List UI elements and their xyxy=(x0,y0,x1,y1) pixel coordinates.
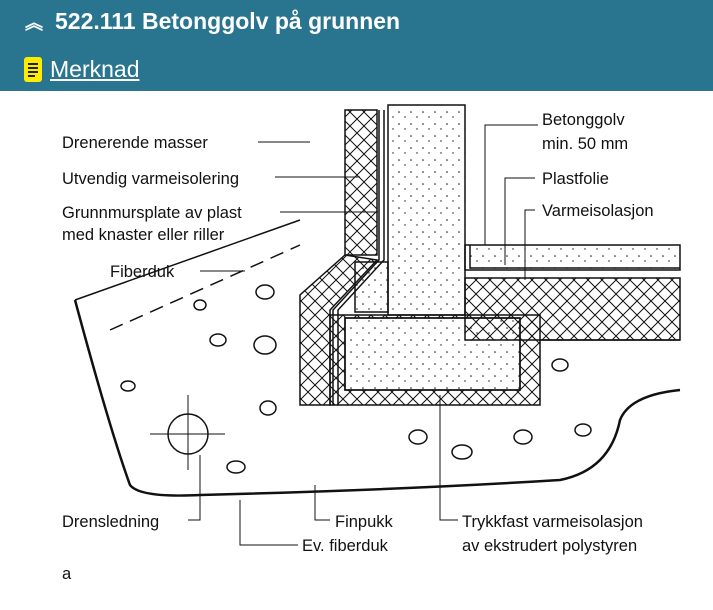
section-title-row[interactable]: ︽ 522.111 Betonggolv på grunnen xyxy=(25,8,400,35)
construction-drawing: Drenerende masser Utvendig varmeisolerin… xyxy=(62,104,681,583)
label-drenerende-masser: Drenerende masser xyxy=(62,134,208,152)
label-grunnmursplate-2: med knaster eller riller xyxy=(62,226,225,244)
note-icon xyxy=(24,57,42,82)
label-trykkfast-2: av ekstrudert polystyren xyxy=(462,537,637,555)
label-fiberduk: Fiberduk xyxy=(110,263,175,281)
label-grunnmursplate-1: Grunnmursplate av plast xyxy=(62,204,242,222)
label-betonggolv-1: Betonggolv xyxy=(542,111,625,129)
note-link[interactable]: Merknad xyxy=(50,56,140,82)
label-drensledning: Drensledning xyxy=(62,513,159,531)
label-varmeisolasjon: Varmeisolasjon xyxy=(542,202,654,220)
section-title: 522.111 Betonggolv på grunnen xyxy=(55,8,401,34)
label-finpukk: Finpukk xyxy=(335,513,394,531)
note-row: Merknad xyxy=(24,56,139,83)
label-betonggolv-2: min. 50 mm xyxy=(542,135,628,153)
figure-caption: a xyxy=(62,565,72,583)
drawing-labels: Drenerende masser Utvendig varmeisolerin… xyxy=(62,111,654,583)
double-chevron-up-icon[interactable]: ︽ xyxy=(25,12,43,33)
label-utvendig-varmeisolering: Utvendig varmeisolering xyxy=(62,170,239,188)
label-plastfolie: Plastfolie xyxy=(542,170,609,188)
section-header: ︽ 522.111 Betonggolv på grunnen Merknad xyxy=(0,0,713,91)
label-trykkfast-1: Trykkfast varmeisolasjon xyxy=(462,513,643,531)
label-ev-fiberduk: Ev. fiberduk xyxy=(302,537,389,555)
